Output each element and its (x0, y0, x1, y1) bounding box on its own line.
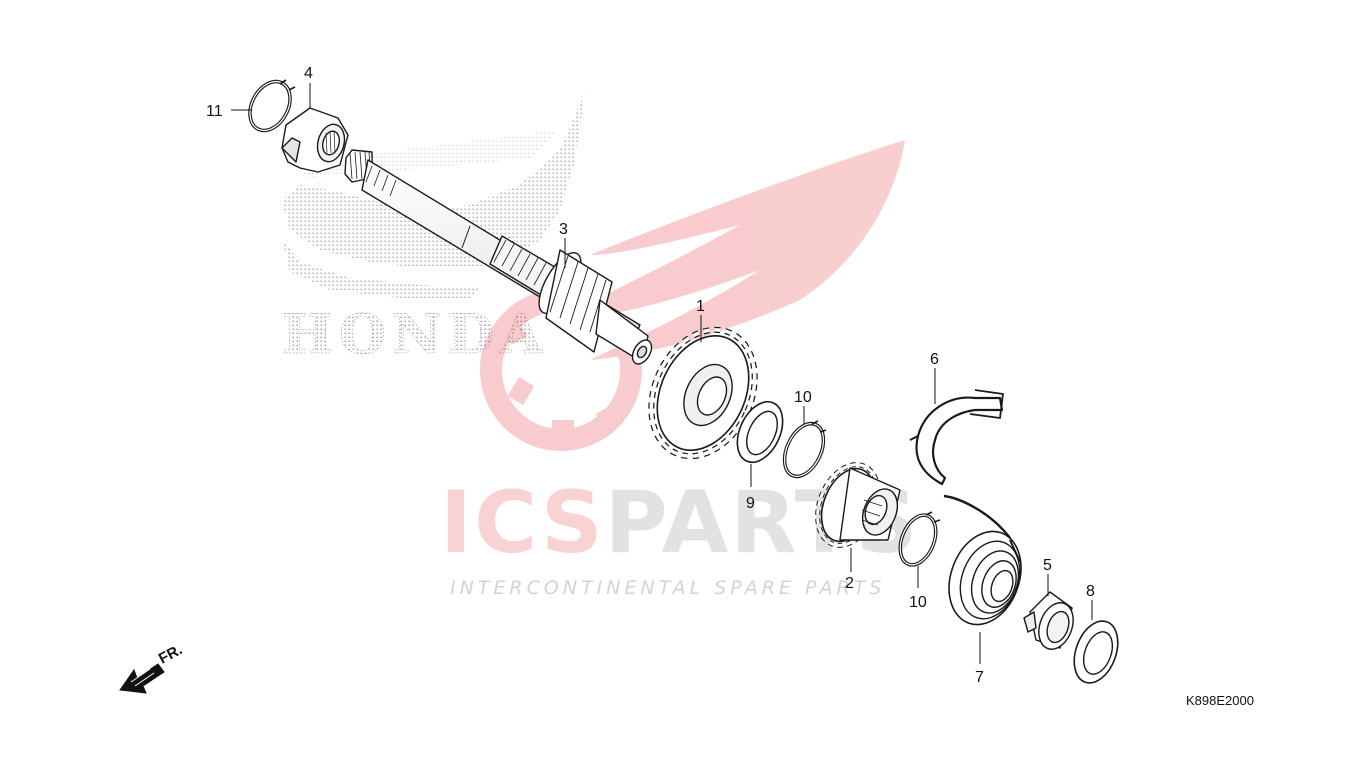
kick-starter-gear-part-1 (648, 326, 758, 460)
washer-part-8 (1073, 620, 1119, 684)
front-direction-indicator: FR. (119, 641, 185, 694)
callout-8: 8 (1086, 583, 1095, 600)
callout-3: 3 (559, 221, 568, 238)
kick-starter-shaft-part-3 (344, 149, 653, 365)
callout-6: 6 (930, 351, 939, 368)
callout-7: 7 (975, 669, 984, 686)
callout-4: 4 (304, 65, 313, 82)
spring-collar-part-5 (1023, 591, 1074, 650)
honda-wordmark-watermark: HONDA (282, 302, 548, 366)
callout-10-upper: 10 (794, 389, 812, 406)
logo-tagline-watermark: INTERCONTINENTAL SPARE PARTS (450, 577, 885, 599)
kick-starter-ratchet-part-2 (815, 462, 901, 548)
front-label: FR. (156, 641, 185, 667)
leader-lines (231, 83, 1093, 664)
kick-starter-spring-part-7 (943, 494, 1022, 626)
front-arrow-icon (119, 663, 165, 694)
circlip-part-10-lower (898, 511, 941, 567)
callout-1: 1 (696, 298, 705, 315)
callout-10-lower: 10 (909, 594, 927, 611)
circlip-part-11 (248, 79, 296, 133)
ratchet-spring-clip-part-6 (909, 389, 1004, 486)
kick-starter-guide-part-4 (281, 107, 349, 173)
callout-2: 2 (845, 575, 854, 592)
callout-labels: 11 4 3 1 10 9 6 2 10 5 7 8 (206, 65, 1095, 686)
thrust-washer-part-9 (736, 400, 784, 464)
callout-9: 9 (746, 495, 755, 512)
circlip-part-10-upper (782, 420, 827, 479)
callout-11: 11 (206, 103, 223, 120)
logo-ics-watermark: ICS (440, 473, 605, 573)
diagram-code: K898E2000 (1186, 693, 1254, 708)
callout-5: 5 (1043, 557, 1052, 574)
